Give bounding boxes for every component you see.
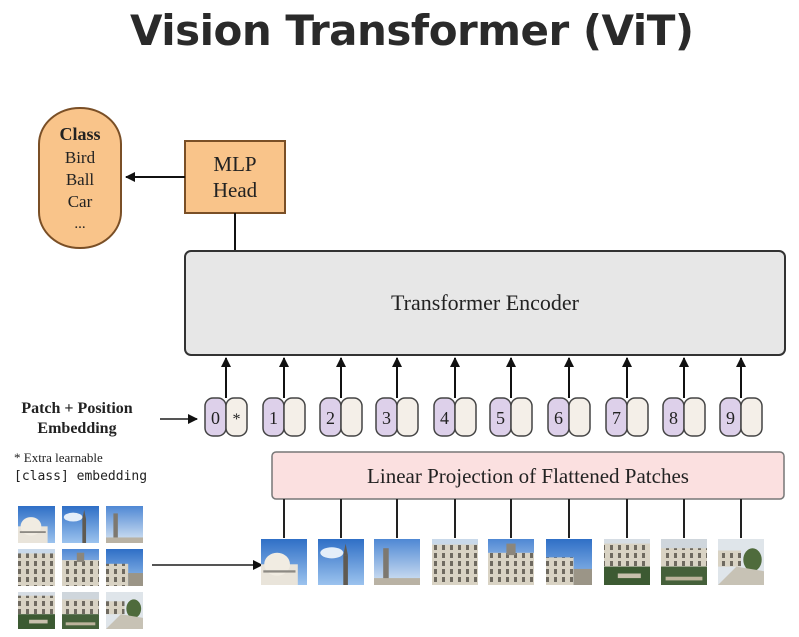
position-index: 4: [440, 408, 449, 428]
position-index: 9: [726, 408, 735, 428]
source-image-tile: [106, 549, 143, 586]
patch-embedding: [568, 397, 591, 437]
source-image-tile: [106, 592, 143, 629]
patch-embedding: [626, 397, 649, 437]
embedding-label-line1: Patch + Position: [21, 400, 132, 417]
class-item: Bird: [65, 148, 96, 167]
position-index: 7: [612, 408, 621, 428]
image-patch: [488, 539, 534, 585]
source-image-tile: [18, 506, 55, 543]
embedding-token: 0*: [204, 397, 248, 437]
image-patch: [261, 539, 307, 585]
class-token-marker: *: [233, 411, 241, 428]
embedding-token: 2: [319, 397, 363, 437]
source-image-tile: [18, 592, 55, 629]
patch-embedding: [283, 397, 306, 437]
mlp-head-line2: Head: [213, 178, 258, 202]
embedding-token: 4: [433, 397, 477, 437]
embedding-label-line2: Embedding: [37, 420, 116, 437]
class-item: Ball: [66, 170, 95, 189]
patch-to-projection-lines: [283, 499, 742, 538]
class-embedding: [225, 397, 248, 437]
position-index: 6: [554, 408, 563, 428]
patch-embedding: [510, 397, 533, 437]
embedding-token: 1: [262, 397, 306, 437]
position-index: 5: [496, 408, 505, 428]
embedding-token: 9: [719, 397, 763, 437]
embedding-token: 7: [605, 397, 649, 437]
mlp-head-box: MLP Head: [184, 140, 286, 214]
class-heading: Class: [59, 124, 100, 144]
note-line1: * Extra learnable: [14, 450, 103, 465]
position-index: 3: [382, 408, 391, 428]
image-patch: [318, 539, 364, 585]
class-output-box: Class Bird Ball Car ...: [38, 107, 122, 249]
flattened-patches: [261, 539, 764, 585]
position-index: 1: [269, 408, 278, 428]
image-patch: [604, 539, 650, 585]
embedding-token: 6: [547, 397, 591, 437]
image-patch: [432, 539, 478, 585]
source-image-tile: [62, 506, 99, 543]
source-image-grid: [18, 506, 143, 629]
position-index: 8: [669, 408, 678, 428]
patch-embedding: [454, 397, 477, 437]
source-image-tile: [106, 506, 143, 543]
source-image-tile: [62, 592, 99, 629]
token-arrows: [221, 357, 746, 398]
image-patch: [718, 539, 764, 585]
image-patch: [661, 539, 707, 585]
page-title: Vision Transformer (ViT): [130, 6, 694, 55]
class-item: Car: [68, 192, 93, 211]
transformer-encoder-label: Transformer Encoder: [391, 290, 580, 315]
mlp-head-line1: MLP: [213, 152, 256, 176]
patch-embedding: [683, 397, 706, 437]
embedding-token: 3: [375, 397, 419, 437]
linear-projection-label: Linear Projection of Flattened Patches: [367, 464, 689, 488]
extra-learnable-note: * Extra learnable [class] embedding: [14, 450, 147, 484]
position-index: 0: [211, 408, 220, 428]
patch-embedding: [340, 397, 363, 437]
note-line2: [class] embedding: [14, 469, 147, 484]
linear-projection-box: Linear Projection of Flattened Patches: [271, 451, 785, 500]
transformer-encoder-box: Transformer Encoder: [184, 250, 786, 356]
source-image-tile: [18, 549, 55, 586]
embedding-token: 8: [662, 397, 706, 437]
source-image-tile: [62, 549, 99, 586]
patch-embedding: [396, 397, 419, 437]
class-item: ...: [74, 216, 85, 232]
embedding-label: Patch + Position Embedding: [21, 400, 132, 437]
position-index: 2: [326, 408, 335, 428]
image-patch: [374, 539, 420, 585]
embedding-token: 5: [489, 397, 533, 437]
patch-embedding: [740, 397, 763, 437]
image-patch: [546, 539, 592, 585]
